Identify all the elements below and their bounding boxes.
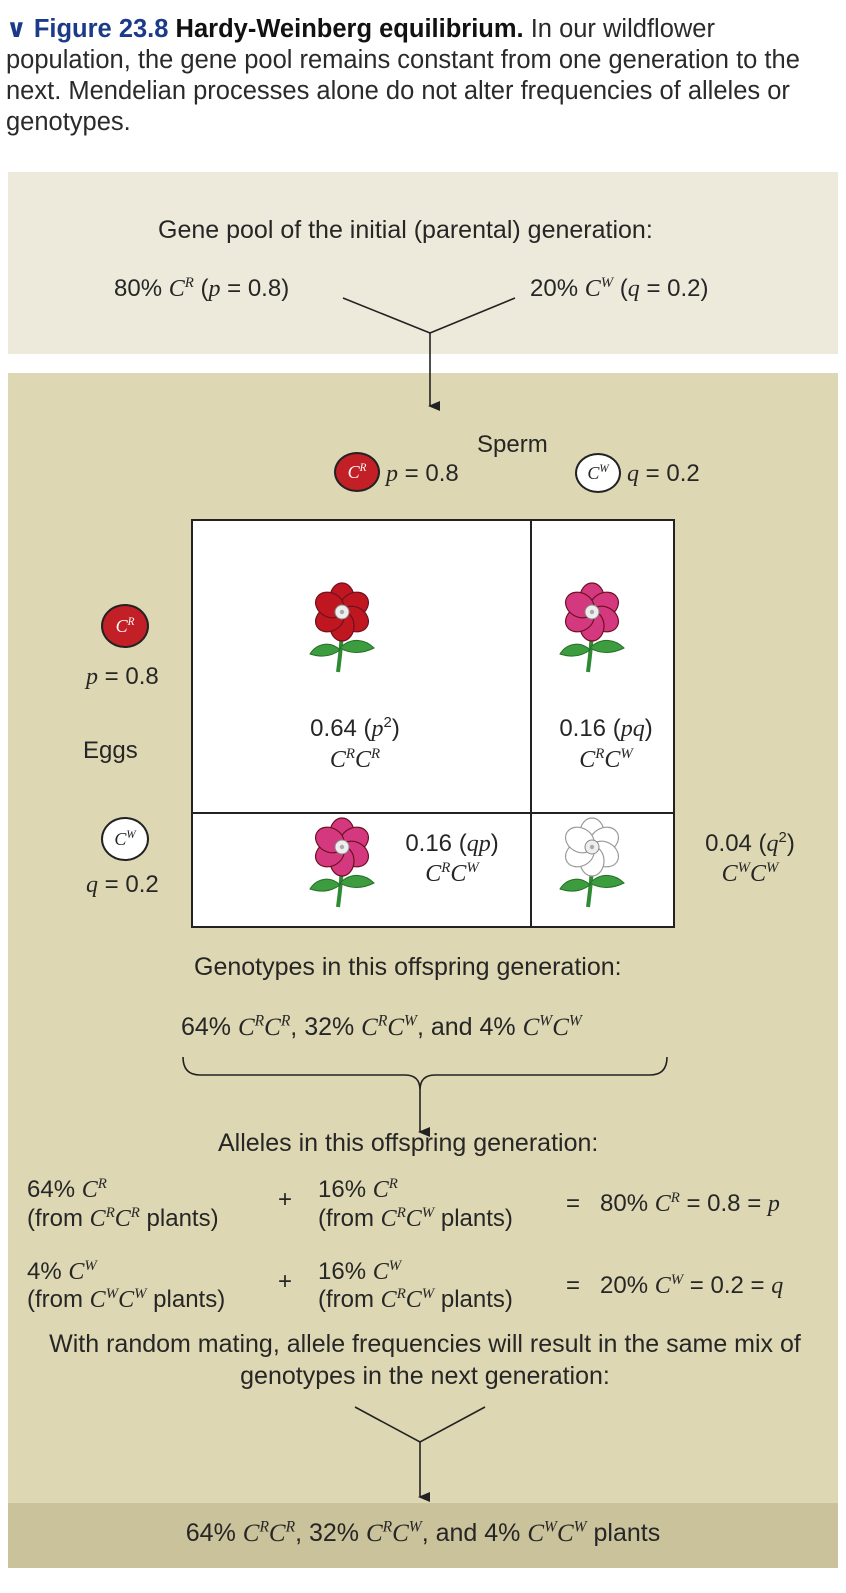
next-generation-merge-arrow	[354, 1406, 486, 1502]
punnett-rw-frequency: 0.16 (pq)	[559, 715, 653, 742]
row1-result: 80% CR = 0.8 = p	[600, 1190, 780, 1217]
row1-equals: =	[566, 1190, 581, 1217]
row1-b-source: (from CRCW plants)	[318, 1205, 513, 1232]
punnett-rr-frequency: 0.64 (p2)	[310, 715, 400, 742]
flower-icon	[302, 580, 382, 685]
offspring-brace-arrow	[182, 1056, 668, 1137]
next-generation-panel	[8, 1503, 838, 1568]
punnett-ww-frequency: 0.04 (q2)	[705, 830, 795, 857]
row2-b-source: (from CRCW plants)	[318, 1286, 513, 1313]
sperm-q-value: q = 0.2	[627, 460, 700, 487]
punnett-vertical-divider	[530, 519, 532, 928]
row2-result: 20% CW = 0.2 = q	[600, 1272, 784, 1299]
row1-b-percent: 16% CR	[318, 1176, 398, 1203]
punnett-rr-genotype: CRCR	[329, 746, 381, 773]
punnett-ww-genotype: CWCW	[721, 860, 779, 887]
punnett-wr-frequency: 0.16 (qp)	[405, 830, 499, 857]
egg-white-allele-icon: CW	[101, 817, 149, 861]
flower-icon	[552, 580, 632, 685]
row2-a-source: (from CWCW plants)	[27, 1286, 226, 1313]
punnett-wr-genotype: CRCW	[425, 860, 479, 887]
egg-p-value: p = 0.8	[86, 663, 159, 690]
punnett-rw-genotype: CRCW	[579, 746, 633, 773]
row2-equals: =	[566, 1272, 581, 1299]
caption-text: In our wildflower population, the gene p…	[6, 15, 800, 136]
allele-sum-heading: Alleles in this offspring generation:	[218, 1129, 599, 1157]
row2-a-percent: 4% CW	[27, 1258, 97, 1285]
row2-b-percent: 16% CW	[318, 1258, 402, 1285]
parental-heading: Gene pool of the initial (parental) gene…	[158, 216, 653, 244]
figure-label: Figure 23.8	[33, 15, 169, 43]
sperm-red-allele-icon: CR	[334, 452, 380, 492]
random-mating-text: With random mating, allele frequencies w…	[49, 1330, 801, 1390]
caption-arrow-icon: ∨	[6, 15, 27, 43]
parental-right-frequency: 20% CW (q = 0.2)	[530, 275, 709, 302]
row1-plus: +	[278, 1186, 293, 1213]
row2-plus: +	[278, 1268, 293, 1295]
parental-panel	[8, 172, 838, 354]
sperm-p-value: p = 0.8	[386, 460, 459, 487]
figure-caption: ∨ Figure 23.8 Hardy-Weinberg equilibrium…	[6, 14, 836, 138]
sperm-white-allele-icon: CW	[575, 453, 621, 493]
offspring-summary: 64% CRCR, 32% CRCW, and 4% CWCW	[181, 1013, 582, 1042]
sperm-label: Sperm	[477, 431, 548, 458]
parental-left-frequency: 80% CR (p = 0.8)	[114, 275, 290, 302]
eggs-label: Eggs	[83, 737, 138, 764]
egg-red-allele-icon: CR	[101, 604, 149, 648]
next-generation-summary: 64% CRCR, 32% CRCW, and 4% CWCW plants	[185, 1519, 661, 1548]
punnett-horizontal-divider	[191, 812, 675, 814]
row1-a-percent: 64% CR	[27, 1176, 107, 1203]
parental-merge-arrow	[342, 297, 516, 411]
flower-icon	[302, 815, 382, 920]
row1-a-source: (from CRCR plants)	[27, 1205, 219, 1232]
figure-title: Hardy-Weinberg equilibrium.	[175, 15, 524, 43]
offspring-heading: Genotypes in this offspring generation:	[194, 953, 622, 981]
flower-icon	[552, 815, 632, 920]
egg-q-value: q = 0.2	[86, 871, 159, 898]
